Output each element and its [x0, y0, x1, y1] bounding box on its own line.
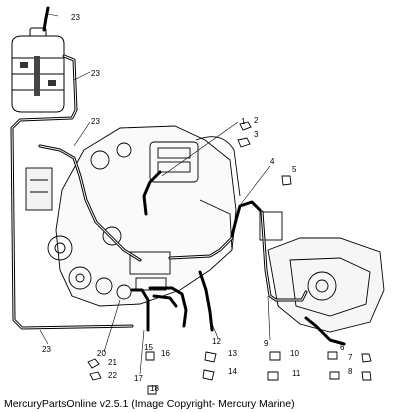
callout-10: 10	[290, 349, 299, 358]
callout-11: 11	[292, 369, 301, 378]
callout-18: 18	[150, 384, 159, 393]
callout-12: 12	[212, 337, 221, 346]
callout-23-left: 23	[91, 117, 100, 126]
callout-21: 21	[108, 358, 117, 367]
callout-7: 7	[348, 353, 353, 362]
leader-lines	[39, 13, 341, 375]
engine-block	[25, 125, 241, 307]
transmission	[259, 211, 385, 333]
callout-2: 2	[254, 116, 259, 125]
callout-14: 14	[228, 367, 237, 376]
callout-1: 1	[241, 117, 246, 126]
callout-3: 3	[254, 130, 259, 139]
callout-13: 13	[228, 349, 237, 358]
callout-23-top: 23	[71, 13, 80, 22]
callout-4: 4	[270, 157, 275, 166]
callout-15: 15	[144, 343, 153, 352]
hose-outlines	[11, 55, 307, 329]
callout-9: 9	[264, 339, 269, 348]
callout-8: 8	[348, 367, 353, 376]
callouts: 23 23 23 1 2 3 4 5 23 20 21 22 17 15 16 …	[42, 13, 353, 393]
callout-5: 5	[292, 165, 297, 174]
callout-23-reservoir: 23	[91, 69, 100, 78]
copyright-caption: MercuryPartsOnline v2.5.1 (Image Copyrig…	[4, 398, 295, 410]
callout-20: 20	[97, 349, 106, 358]
callout-6: 6	[340, 343, 345, 352]
callout-17: 17	[134, 374, 143, 383]
callout-16: 16	[161, 349, 170, 358]
coolant-reservoir	[11, 27, 65, 113]
callout-23-bottom: 23	[42, 345, 51, 354]
callout-22: 22	[108, 371, 117, 380]
fittings	[87, 121, 372, 395]
